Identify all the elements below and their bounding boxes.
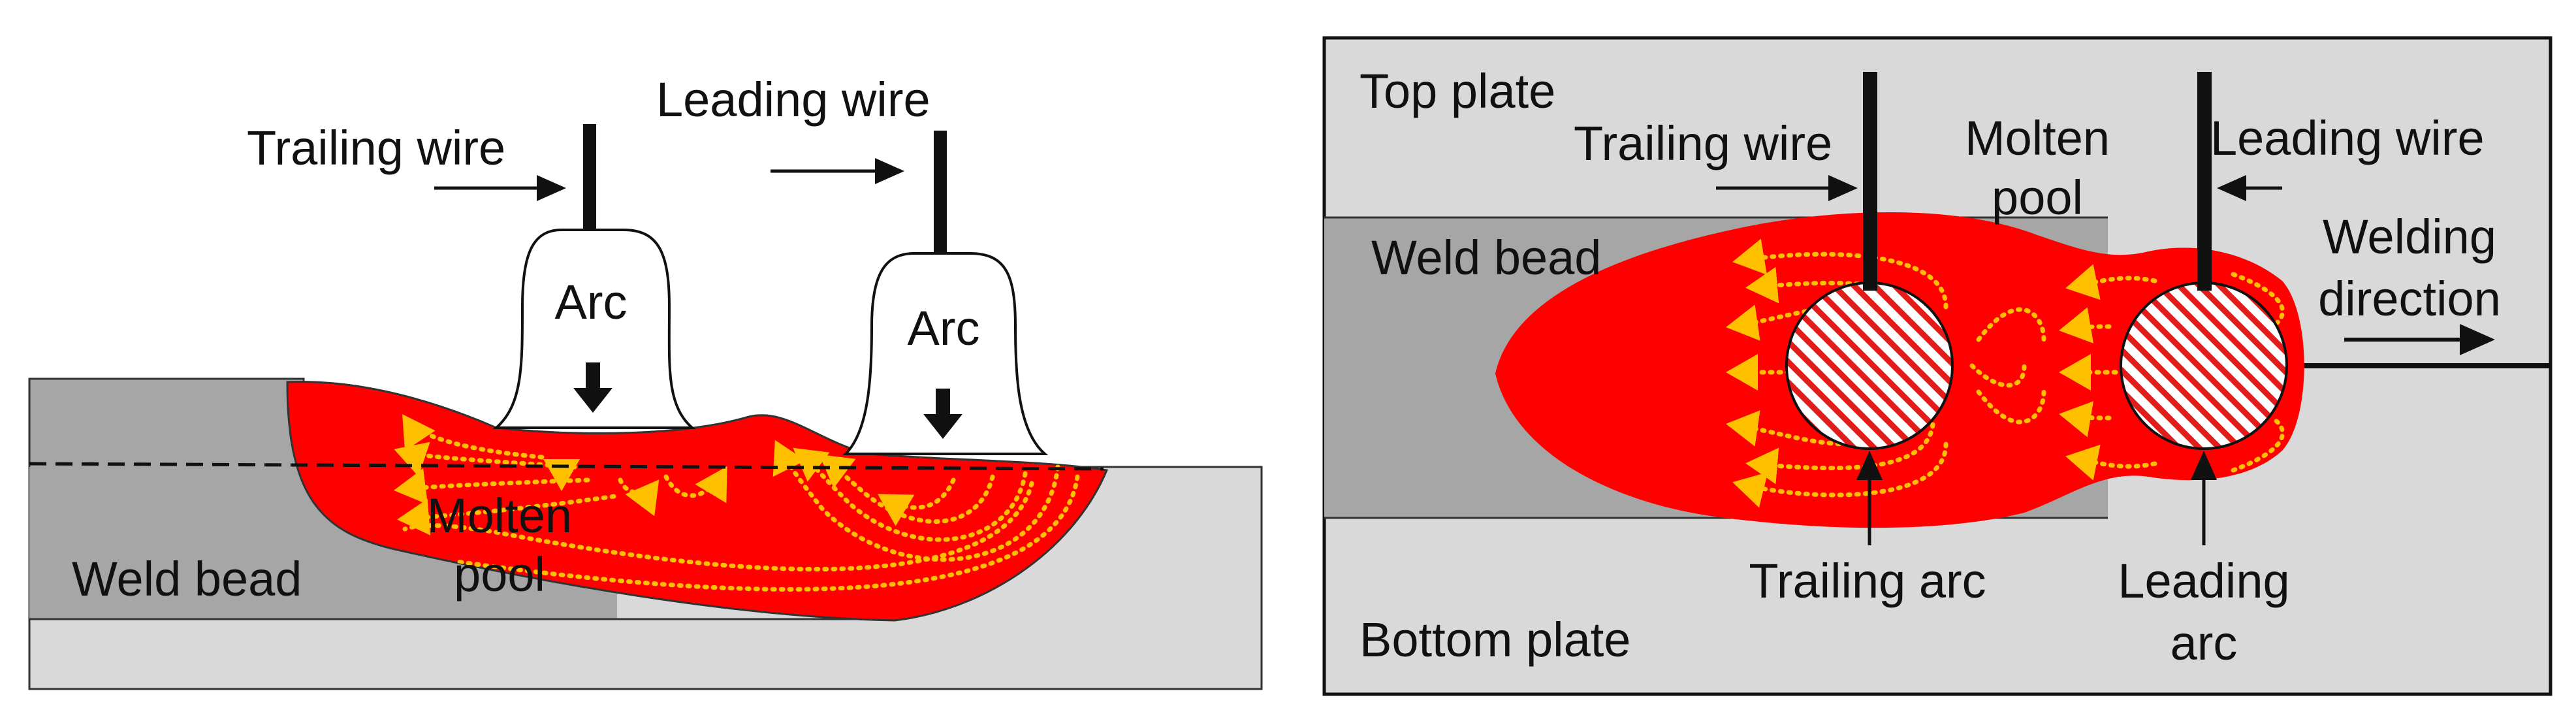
right-leading-arc-label-2: arc: [2171, 616, 2238, 670]
right-welding-direction-label-2: direction: [2318, 272, 2501, 326]
left-weld-bead-label: Weld bead: [72, 552, 302, 606]
left-leading-wire-label: Leading wire: [656, 72, 930, 127]
left-panel: Arc Arc Trailing wire Leading wire Molte…: [28, 72, 1263, 690]
leading-arc-down-arrow-icon: [923, 389, 962, 439]
left-arc-leading-label: Arc: [908, 301, 980, 355]
right-trailing-wire-label: Trailing wire: [1574, 116, 1832, 170]
right-weld-bead-label: Weld bead: [1371, 231, 1601, 285]
leading-arc-shape: [842, 252, 1049, 455]
leading-wire-rod-top: [2197, 72, 2212, 291]
leading-arc-circle: [2120, 281, 2288, 450]
right-trailing-arc-label: Trailing arc: [1749, 554, 1986, 608]
trailing-arc-shape: [492, 229, 696, 429]
right-molten-pool-label-2: pool: [1992, 170, 2083, 225]
left-molten-pool-label-2: pool: [454, 547, 545, 601]
right-leading-wire-label: Leading wire: [2210, 111, 2485, 165]
right-welding-direction-label-1: Welding: [2323, 210, 2496, 264]
left-molten-pool-label-1: Molten: [427, 489, 572, 543]
left-arc-trailing-label: Arc: [555, 275, 628, 329]
right-panel: Top plate Trailing wire Molten pool Lead…: [1322, 36, 2552, 696]
right-leading-arc-label-1: Leading: [2118, 554, 2289, 608]
trailing-wire-rod-top: [1863, 72, 1877, 291]
trailing-arc-down-arrow-icon: [573, 362, 612, 413]
plate-surface-dashed: [29, 462, 1104, 471]
trailing-wire-rod: [583, 124, 596, 232]
trailing-arc-circle: [1785, 281, 1954, 450]
right-bottom-plate-label: Bottom plate: [1360, 613, 1630, 667]
left-trailing-wire-label: Trailing wire: [247, 121, 505, 175]
right-top-plate-label: Top plate: [1360, 64, 1555, 118]
leading-wire-rod: [934, 131, 947, 255]
right-molten-pool-label-1: Molten: [1965, 111, 2110, 165]
